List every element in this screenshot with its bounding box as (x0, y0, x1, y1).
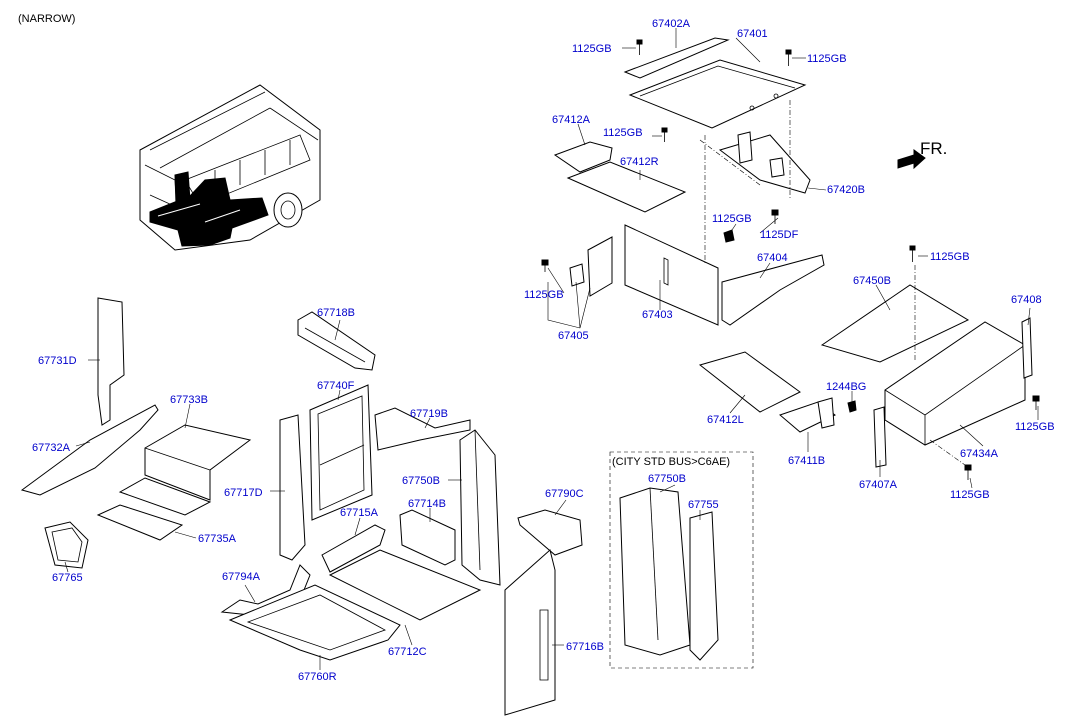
part-67402A (623, 37, 730, 79)
part-67450B (820, 284, 970, 363)
label-67420B: 67420B (827, 184, 865, 196)
label-1125DF: 1125DF (760, 229, 799, 241)
label-67790C: 67790C (545, 488, 584, 500)
part-67765 (44, 521, 89, 569)
part-67717D (279, 414, 306, 561)
label-67715A: 67715A (340, 507, 379, 519)
label-1125GB: 1125GB (950, 489, 990, 501)
city-std-bus-group: (CITY STD BUS>C6AE) (609, 451, 754, 669)
part-67755 (689, 511, 719, 661)
label-67794A: 67794A (222, 571, 261, 583)
bolt-1125GB-g (1032, 395, 1040, 410)
bolt-1125GB-b (785, 49, 792, 66)
label-67411B: 67411B (788, 455, 825, 467)
part-67790C (517, 509, 583, 556)
label-67712C: 67712C (388, 646, 427, 658)
front-direction-indicator: FR. (897, 139, 947, 170)
part-67407A (873, 406, 887, 468)
part-67408 (1021, 317, 1033, 379)
label-67402A: 67402A (652, 18, 691, 30)
center-lower-assembly (220, 311, 583, 716)
label-1125GB: 1125GB (524, 289, 564, 301)
bolt-1244BG (847, 400, 857, 413)
label-67404: 67404 (757, 252, 788, 264)
label-67733B: 67733B (170, 394, 208, 406)
part-67412A (553, 141, 613, 173)
part-67405-a (587, 236, 613, 297)
part-67412L (698, 351, 801, 413)
label-1125GB: 1125GB (1015, 421, 1055, 433)
bolt-1125GB-d (771, 209, 779, 224)
part-67719B (374, 407, 471, 451)
part-67405-b (569, 263, 585, 287)
part-67714B (399, 509, 456, 566)
part-67403 (624, 224, 719, 326)
part-67735A (96, 504, 184, 541)
part-67750B-alt (619, 487, 691, 656)
part-67731D (97, 297, 125, 426)
leader-lines (64, 28, 1039, 670)
label-67740F: 67740F (317, 380, 355, 392)
part-67716B (504, 549, 556, 716)
part-67740F (309, 384, 373, 521)
fr-label: FR. (920, 139, 947, 158)
label-67719B: 67719B (410, 408, 448, 420)
part-67420B (718, 134, 811, 194)
label-67412R: 67412R (620, 156, 659, 168)
label-1244BG: 1244BG (826, 381, 866, 393)
part-67434A (884, 321, 1026, 446)
part-67732A (20, 404, 159, 496)
label-1125GB: 1125GB (572, 43, 612, 55)
label-67717D: 67717D (224, 487, 263, 499)
part-67404 (721, 254, 825, 326)
bolt-1125GB-f (909, 245, 916, 262)
part-67412R (566, 161, 687, 213)
group-label: (CITY STD BUS>C6AE) (612, 456, 730, 468)
label-1125GB: 1125GB (930, 251, 970, 263)
label-1125GB: 1125GB (712, 213, 752, 225)
part-67715A (321, 524, 386, 573)
label-67718B: 67718B (317, 307, 355, 319)
part-labels: 67402A 67401 1125GB 1125GB 67412A 1125GB… (32, 18, 1055, 683)
label-1125GB: 1125GB (807, 53, 847, 65)
part-67760R (228, 584, 401, 661)
label-67407A: 67407A (859, 479, 898, 491)
label-67716B: 67716B (566, 641, 604, 653)
bolt-1125GB-c (661, 127, 668, 142)
top-assembly (541, 37, 825, 326)
label-67750B: 67750B (402, 475, 440, 487)
label-67405: 67405 (558, 330, 589, 342)
label-67714B: 67714B (408, 498, 446, 510)
bolt-1125GB-a (636, 39, 643, 55)
bolt-1125GB-e (541, 259, 549, 272)
label-67412L: 67412L (707, 414, 744, 426)
bus-illustration (139, 84, 321, 251)
part-67718B (297, 311, 376, 371)
diagram-title: (NARROW) (18, 13, 75, 25)
label-67760R: 67760R (298, 671, 337, 683)
left-assembly (20, 297, 252, 569)
part-67712C (328, 549, 482, 621)
label-67750B: 67750B (648, 473, 686, 485)
label-67450B: 67450B (853, 275, 891, 287)
label-67403: 67403 (642, 309, 673, 321)
label-1125GB: 1125GB (603, 127, 643, 139)
label-67735A: 67735A (198, 533, 237, 545)
label-67732A: 67732A (32, 442, 71, 454)
label-67408: 67408 (1011, 294, 1042, 306)
label-67731D: 67731D (38, 355, 77, 367)
bolt-1125DF (723, 229, 735, 243)
label-67434A: 67434A (960, 448, 999, 460)
bolt-1125GB-h (964, 464, 972, 480)
label-67765: 67765 (52, 572, 83, 584)
label-67401: 67401 (737, 28, 768, 40)
label-67412A: 67412A (552, 114, 591, 126)
part-67401 (628, 59, 807, 129)
label-67755: 67755 (688, 499, 719, 511)
right-assembly (698, 245, 1040, 480)
